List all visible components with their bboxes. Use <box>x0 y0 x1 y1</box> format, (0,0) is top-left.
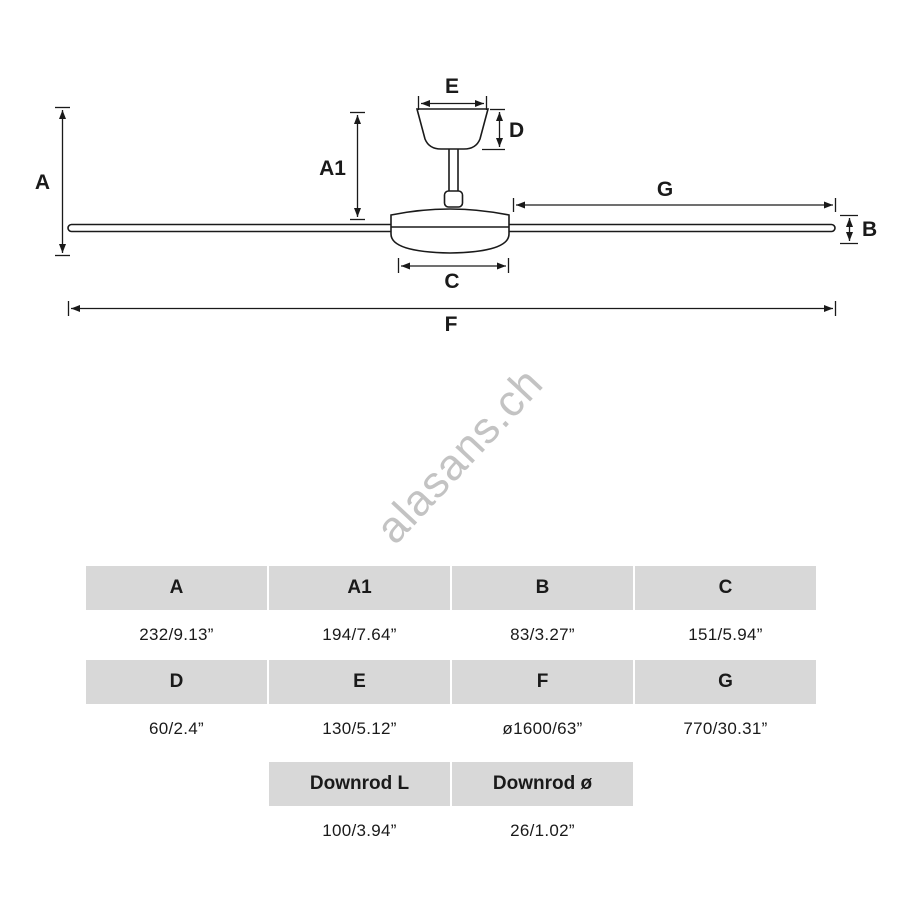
dim-label-a1: A1 <box>319 157 346 180</box>
dim-A1 <box>350 111 365 221</box>
table-section-downrod: Downrod L Downrod ø 100/3.94” 26/1.02” <box>269 762 633 856</box>
table-header-cell: Downrod ø <box>452 762 633 806</box>
table-header-cell: A1 <box>269 566 450 610</box>
table-header-cell: A <box>86 566 267 610</box>
table-section-2: D E F G 60/2.4” 130/5.12” ø1600/63” 770/… <box>86 660 816 754</box>
table-value-cell: 194/7.64” <box>269 610 450 660</box>
table-value-cell: 151/5.94” <box>635 610 816 660</box>
table-header-cell: Downrod L <box>269 762 450 806</box>
dim-A <box>55 106 70 257</box>
fan-canopy <box>415 108 490 150</box>
table-header-cell: E <box>269 660 450 704</box>
table-value-cell: 26/1.02” <box>452 806 633 856</box>
table-header-cell: G <box>635 660 816 704</box>
table-value-cell: 770/30.31” <box>635 704 816 754</box>
table-section-1: A A1 B C 232/9.13” 194/7.64” 83/3.27” 15… <box>86 566 816 660</box>
table-value-cell: 130/5.12” <box>269 704 450 754</box>
dim-D <box>482 108 505 151</box>
table-header-cell: D <box>86 660 267 704</box>
table-header-cell: C <box>635 566 816 610</box>
table-value-cell: 60/2.4” <box>86 704 267 754</box>
fan-dimension-diagram: E D A1 A G <box>0 0 900 350</box>
fan-downrod-coupler <box>443 190 464 208</box>
dim-F <box>67 301 837 316</box>
dim-label-d: D <box>509 119 524 142</box>
dimension-table: A A1 B C 232/9.13” 194/7.64” 83/3.27” 15… <box>86 566 816 856</box>
table-header-cell: F <box>452 660 633 704</box>
dim-C <box>397 258 510 273</box>
dim-label-a: A <box>35 171 50 194</box>
fan-motor-housing <box>390 208 510 254</box>
fan-drawing <box>67 108 836 254</box>
table-value-cell: 100/3.94” <box>269 806 450 856</box>
dim-label-c: C <box>444 270 459 293</box>
dim-G <box>512 198 837 212</box>
dim-label-f: F <box>445 313 458 336</box>
table-value-cell: ø1600/63” <box>452 704 633 754</box>
table-header-cell: B <box>452 566 633 610</box>
table-value-cell: 83/3.27” <box>452 610 633 660</box>
dim-label-b: B <box>862 218 877 241</box>
table-value-cell: 232/9.13” <box>86 610 267 660</box>
dim-label-e: E <box>445 75 459 98</box>
watermark: alasans.ch <box>366 358 553 553</box>
fan-diagram-svg: E D A1 A G <box>35 75 877 336</box>
dim-B <box>840 214 858 245</box>
dim-label-g: G <box>657 178 673 201</box>
dim-E <box>417 96 488 110</box>
